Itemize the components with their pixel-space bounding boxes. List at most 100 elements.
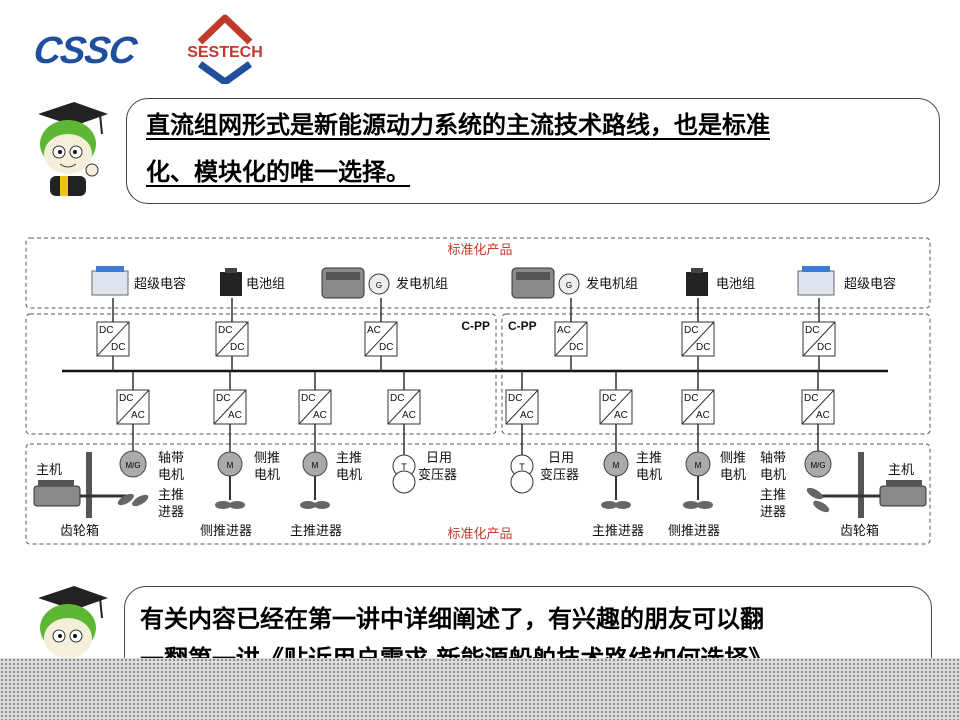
svg-text:电机: 电机 [760, 468, 786, 483]
svg-text:变压器: 变压器 [418, 467, 457, 483]
svg-text:侧推: 侧推 [720, 451, 746, 466]
source-label: 超级电容 [134, 276, 186, 292]
main-engine-label: 主机 [888, 463, 914, 478]
converter-out-label: AC [816, 410, 830, 421]
svg-text:M: M [695, 461, 702, 470]
converter-box: DC AC [505, 371, 539, 455]
svg-text:M: M [613, 461, 620, 470]
cpp-left-frame [25, 313, 497, 435]
converter-box: DC DC [802, 298, 836, 371]
generator-icon: G [511, 267, 580, 299]
converter-box: AC DC [554, 298, 588, 371]
svg-text:变压器: 变压器 [540, 467, 579, 483]
propeller-icon [117, 493, 149, 507]
svg-text:M/G: M/G [125, 461, 140, 470]
svg-text:日用: 日用 [548, 451, 574, 466]
converter-in-label: DC [805, 325, 819, 336]
converter-out-label: DC [111, 342, 125, 353]
converter-box: AC DC [364, 298, 398, 371]
dotted-overlay [0, 658, 960, 720]
doctor-mascot-icon [38, 102, 108, 196]
standard-products-top-frame [25, 237, 931, 309]
converter-box: DC AC [681, 371, 715, 452]
converter-in-label: DC [684, 393, 698, 404]
cpp-right-frame [501, 313, 931, 435]
svg-text:M/G: M/G [810, 461, 825, 470]
propeller-icon [300, 501, 330, 509]
converter-in-label: DC [602, 393, 616, 404]
main-propulsor-label: 主推 [158, 488, 184, 503]
converter-in-label: DC [508, 393, 522, 404]
side-thruster-label: 侧推进器 [200, 524, 252, 539]
converter-box: DC AC [387, 371, 421, 455]
gearbox-label: 齿轮箱 [60, 523, 99, 539]
generator-symbol: G [376, 281, 382, 290]
sestech-logo: SESTECH [187, 14, 263, 84]
bubble-line-1: 直流组网形式是新能源动力系统的主流技术路线，也是标准 [146, 111, 770, 139]
motor-generator-icon [804, 450, 832, 478]
main-engine-label: 主机 [36, 463, 62, 478]
converter-box: DC DC [681, 298, 715, 371]
svg-text:M: M [312, 461, 319, 470]
svg-text:主推: 主推 [760, 488, 786, 503]
generator-symbol: G [566, 281, 572, 290]
converter-in-label: DC [301, 393, 315, 404]
supercapacitor-icon [91, 266, 129, 296]
motor-generator-icon [119, 450, 147, 478]
converter-out-label: AC [228, 410, 242, 421]
bubble-line-1: 有关内容已经在第一讲中详细阐述了，有兴趣的朋友可以翻 [140, 605, 764, 633]
top-speech-bubble [126, 98, 940, 204]
converter-out-label: AC [696, 410, 710, 421]
cpp-left-label: C-PP [461, 319, 490, 333]
daily-transformer-label: 日用 [426, 451, 452, 466]
converter-in-label: DC [216, 393, 230, 404]
bubble-line-2: 化、模块化的唯一选择。 [146, 158, 410, 186]
converter-box: DC AC [801, 371, 835, 451]
converter-out-label: DC [379, 342, 393, 353]
converter-out-label: DC [230, 342, 244, 353]
main-engine-icon [33, 480, 81, 507]
converter-box: DC AC [213, 371, 247, 452]
svg-text:进器: 进器 [158, 505, 184, 520]
svg-text:电机: 电机 [720, 468, 746, 483]
svg-text:侧推: 侧推 [254, 451, 280, 466]
svg-text:侧推进器: 侧推进器 [668, 524, 720, 539]
svg-text:进器: 进器 [760, 505, 786, 520]
source-label: 发电机组 [396, 276, 448, 292]
converter-out-label: DC [569, 342, 583, 353]
standard-products-top-label: 标准化产品 [447, 243, 512, 258]
converter-out-label: AC [402, 410, 416, 421]
converter-in-label: DC [390, 393, 404, 404]
converter-in-label: DC [684, 325, 698, 336]
cpp-right-label: C-PP [508, 319, 537, 333]
converter-out-label: DC [817, 342, 831, 353]
converter-in-label: DC [804, 393, 818, 404]
standard-products-bottom-label: 标准化产品 [447, 527, 512, 542]
svg-text:电机: 电机 [254, 468, 280, 483]
converter-out-label: DC [696, 342, 710, 353]
converter-in-label: AC [367, 325, 381, 336]
converter-box: DC AC [298, 371, 332, 452]
main-thruster-label: 主推进器 [290, 524, 342, 539]
source-label: 超级电容 [844, 276, 896, 292]
converter-out-label: AC [614, 410, 628, 421]
converter-in-label: AC [557, 325, 571, 336]
battery-icon [220, 268, 242, 296]
main-engine-icon [879, 480, 927, 507]
svg-text:轴带: 轴带 [760, 451, 786, 466]
svg-text:电机: 电机 [158, 468, 184, 483]
converter-out-label: AC [520, 410, 534, 421]
gearbox-label: 齿轮箱 [840, 523, 879, 539]
svg-text:主推进器: 主推进器 [592, 524, 644, 539]
sestech-logo-text: SESTECH [187, 44, 263, 61]
converter-in-label: DC [119, 393, 133, 404]
shaft-motor-label: 轴带 [158, 451, 184, 466]
svg-text:M: M [227, 461, 234, 470]
converter-out-label: AC [313, 410, 327, 421]
gearbox-right-icon [858, 452, 864, 518]
supercapacitor-icon [797, 266, 835, 296]
